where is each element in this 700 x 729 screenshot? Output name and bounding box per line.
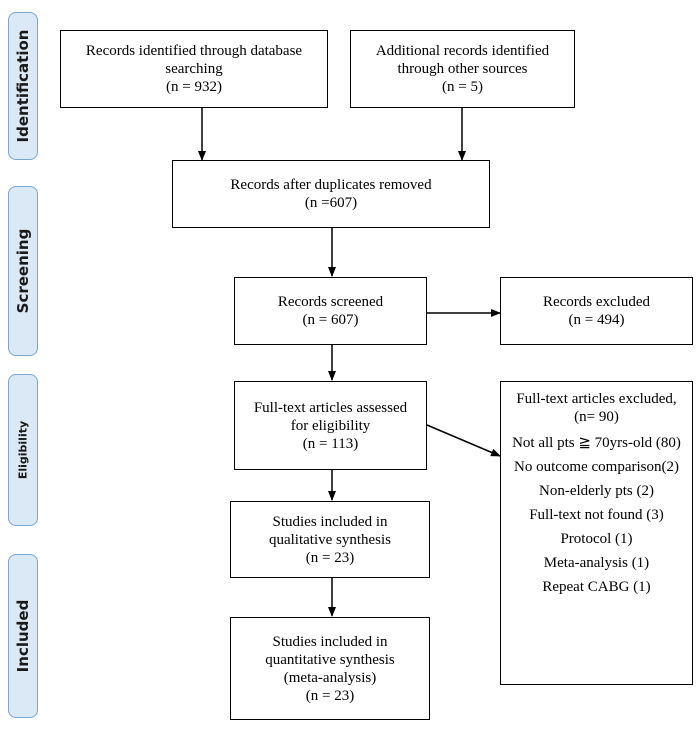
exclusion-reason: Non-elderly pts (2) bbox=[539, 483, 654, 499]
full-text-assessed-line-1: Full-text articles assessed bbox=[253, 399, 408, 416]
quantitative-line-2: quantitative synthesis bbox=[265, 651, 395, 668]
qualitative-count: (n = 23) bbox=[305, 549, 355, 566]
records-excluded-box: Records excluded (n = 494) bbox=[500, 277, 693, 345]
full-text-assessed-box: Full-text articles assessed for eligibil… bbox=[234, 381, 427, 470]
duplicates-removed-line-1: Records after duplicates removed bbox=[230, 177, 432, 193]
records-screened-line-1: Records screened bbox=[277, 294, 384, 310]
full-text-excluded-title: Full-text articles excluded, bbox=[516, 391, 677, 407]
phase-included: Included bbox=[8, 554, 38, 718]
records-excluded-count: (n = 494) bbox=[568, 312, 625, 328]
phase-identification: Identification bbox=[8, 12, 38, 160]
quantitative-count: (n = 23) bbox=[305, 687, 355, 704]
full-text-excluded-count: (n= 90) bbox=[574, 409, 619, 425]
other-sources-count: (n = 5) bbox=[442, 79, 483, 95]
records-screened-count: (n = 607) bbox=[302, 312, 359, 328]
exclusion-reason: Protocol (1) bbox=[560, 531, 633, 547]
qualitative-line-1: Studies included in bbox=[272, 513, 388, 530]
full-text-assessed-count: (n = 113) bbox=[302, 435, 359, 452]
database-search-line-1: Records identified through database bbox=[85, 43, 303, 59]
duplicates-removed-count: (n =607) bbox=[304, 195, 358, 211]
database-search-line-2: searching bbox=[165, 61, 223, 77]
quantitative-line-3: (meta-analysis) bbox=[283, 669, 377, 686]
other-sources-box: Additional records identified through ot… bbox=[350, 30, 575, 108]
arrow-assessed-to-excluded bbox=[426, 424, 501, 457]
exclusion-reason: Full-text not found (3) bbox=[529, 507, 664, 523]
exclusion-reason: Meta-analysis (1) bbox=[543, 555, 650, 571]
exclusion-reason: Repeat CABG (1) bbox=[542, 579, 651, 595]
database-search-count: (n = 932) bbox=[166, 79, 222, 95]
duplicates-removed-box: Records after duplicates removed (n =607… bbox=[172, 160, 490, 228]
quantitative-synthesis-box: Studies included in quantitative synthes… bbox=[230, 617, 430, 720]
records-screened-box: Records screened (n = 607) bbox=[234, 277, 427, 345]
other-sources-line-2: through other sources bbox=[397, 61, 528, 77]
full-text-assessed-line-2: for eligibility bbox=[290, 417, 371, 434]
other-sources-line-1: Additional records identified bbox=[375, 43, 550, 59]
database-search-box: Records identified through database sear… bbox=[60, 30, 328, 108]
phase-eligibility: Eligibility bbox=[8, 374, 38, 526]
exclusion-reason: No outcome comparison(2) bbox=[514, 459, 679, 475]
qualitative-line-2: qualitative synthesis bbox=[268, 531, 392, 548]
qualitative-synthesis-box: Studies included in qualitative synthesi… bbox=[230, 501, 430, 578]
full-text-excluded-box: Full-text articles excluded, (n= 90) Not… bbox=[500, 381, 693, 685]
phase-screening: Screening bbox=[8, 186, 38, 356]
records-excluded-line-1: Records excluded bbox=[542, 294, 651, 310]
quantitative-line-1: Studies included in bbox=[272, 633, 388, 650]
exclusion-reason: Not all pts ≧ 70yrs-old (80) bbox=[512, 435, 681, 451]
